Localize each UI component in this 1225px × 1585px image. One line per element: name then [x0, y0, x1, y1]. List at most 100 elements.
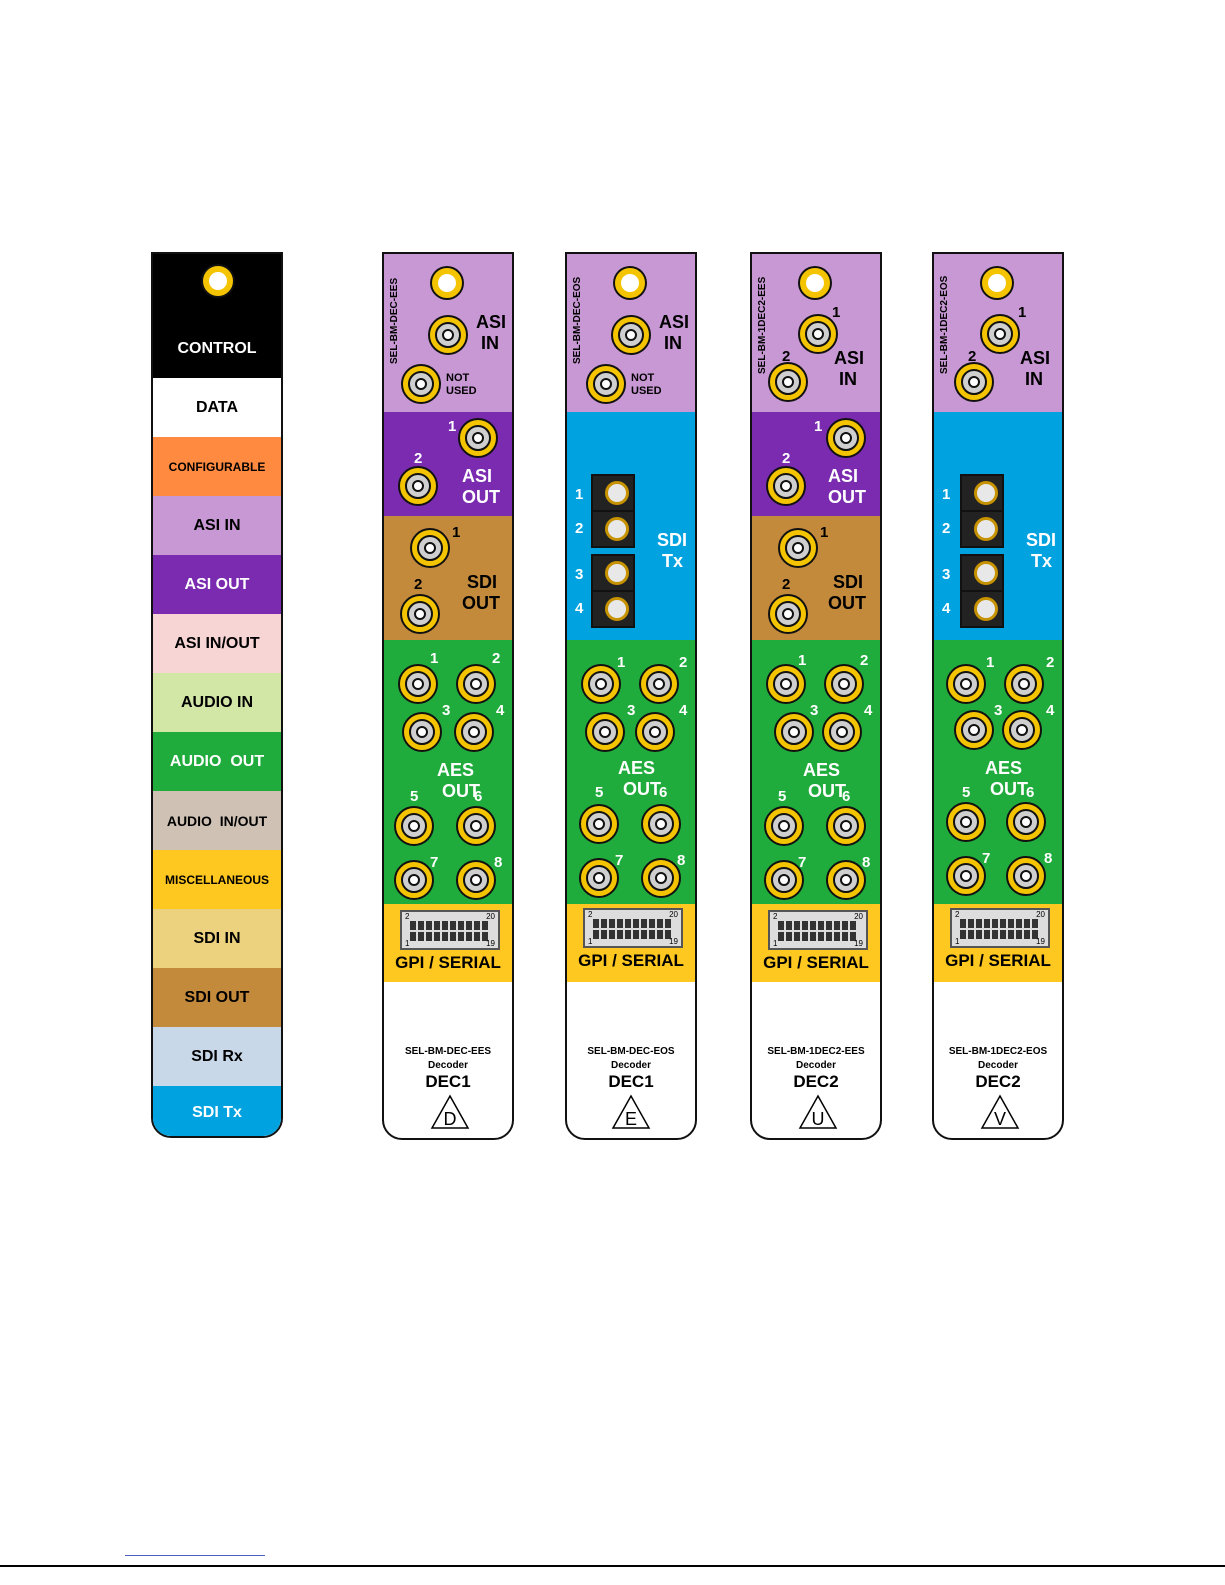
aes-out-4-bnc-connector — [454, 712, 494, 752]
card-model: SEL-BM-DEC-EOS — [587, 1046, 675, 1057]
svg-text:E: E — [625, 1109, 637, 1129]
aes-out-label: AES OUT — [803, 760, 847, 801]
aes-out-5-bnc-connector — [946, 802, 986, 842]
aes-out-2-bnc-connector — [456, 664, 496, 704]
aes-out-5-bnc-connector — [764, 806, 804, 846]
svg-text:D: D — [444, 1109, 457, 1129]
color-legend: CONTROL DATA CONFIGURABLE ASI IN ASI OUT… — [151, 252, 283, 1138]
legend-audio-out: AUDIO OUT — [153, 732, 281, 791]
asi-in-label: ASI IN — [834, 348, 865, 389]
aes-out-3-bnc-connector — [774, 712, 814, 752]
sdi-out-1-bnc-connector — [410, 528, 450, 568]
asi-in-bnc-connector — [611, 315, 651, 355]
aes-out-label: AES OUT — [985, 758, 1029, 799]
card-symbol-triangle-icon: E — [611, 1094, 651, 1129]
aes-out-7-bnc-connector — [579, 858, 619, 898]
aes-out-7-bnc-connector — [946, 856, 986, 896]
card-model: SEL-BM-1DEC2-EOS — [948, 1046, 1048, 1057]
unused-bnc-connector — [586, 364, 626, 404]
aes-out-label: AES OUT — [618, 758, 662, 799]
asi-out-2-bnc-connector — [398, 466, 438, 506]
mounting-hole-icon — [982, 268, 1012, 298]
footer-rule — [0, 1565, 1225, 1567]
asi-out-1-bnc-connector — [458, 418, 498, 458]
aes-out-3-bnc-connector — [954, 710, 994, 750]
aes-out-8-bnc-connector — [641, 858, 681, 898]
footnote-separator — [125, 1555, 265, 1556]
asi-in-label: ASI IN — [476, 312, 507, 353]
legend-audio-in-out: AUDIO IN/OUT — [153, 791, 281, 850]
asi-in-1-bnc-connector — [798, 314, 838, 354]
card-symbol-triangle-icon: V — [980, 1094, 1020, 1129]
legend-asi-in: ASI IN — [153, 496, 281, 555]
mounting-hole-icon — [203, 266, 233, 296]
aes-out-6-bnc-connector — [456, 806, 496, 846]
asi-in-2-bnc-connector — [768, 362, 808, 402]
mounting-hole-icon — [432, 268, 462, 298]
aes-out-section: 1 2 3 4 AES OUT 5 6 7 8 — [752, 640, 880, 904]
sdi-tx-label: SDI Tx — [1026, 530, 1057, 571]
svg-text:U: U — [812, 1109, 825, 1129]
aes-out-1-bnc-connector — [766, 664, 806, 704]
gpi-serial-connector: 2 20 1 19 — [583, 908, 683, 948]
card-type: Decoder — [795, 1060, 836, 1071]
legend-asi-out: ASI OUT — [153, 555, 281, 614]
sdi-tx-1-sfp-port — [960, 474, 1004, 512]
aes-out-7-bnc-connector — [764, 860, 804, 900]
legend-sdi-out: SDI OUT — [153, 968, 281, 1027]
legend-sdi-rx: SDI Rx — [153, 1027, 281, 1086]
card-side-label: SEL-BM-DEC-EOS — [572, 276, 583, 364]
asi-in-label: ASI IN — [659, 312, 690, 353]
sdi-tx-2-sfp-port — [591, 510, 635, 548]
asi-out-2-bnc-connector — [766, 466, 806, 506]
card-type: Decoder — [977, 1060, 1018, 1071]
card-sel-bm-1dec2-eos: SEL-BM-1DEC2-EOS 1 2 ASI IN 1 2 3 4 SDI … — [932, 252, 1064, 1140]
asi-in-bnc-connector — [428, 315, 468, 355]
gpi-serial-label: GPI / SERIAL — [578, 951, 684, 970]
legend-sdi-in: SDI IN — [153, 909, 281, 968]
card-side-label: SEL-BM-DEC-EES — [389, 277, 400, 364]
aes-out-6-bnc-connector — [641, 804, 681, 844]
aes-out-4-bnc-connector — [822, 712, 862, 752]
sdi-tx-3-sfp-port — [960, 554, 1004, 592]
aes-out-3-bnc-connector — [585, 712, 625, 752]
aes-out-section: 1 2 3 4 AES OUT 5 6 7 8 — [567, 640, 695, 904]
unused-bnc-connector — [401, 364, 441, 404]
card-side-label: SEL-BM-1DEC2-EOS — [939, 275, 950, 374]
aes-out-1-bnc-connector — [581, 664, 621, 704]
sdi-out-2-bnc-connector — [768, 594, 808, 634]
aes-out-4-bnc-connector — [635, 712, 675, 752]
aes-out-2-bnc-connector — [1004, 664, 1044, 704]
legend-configurable: CONFIGURABLE — [153, 437, 281, 496]
aes-out-4-bnc-connector — [1002, 710, 1042, 750]
gpi-serial-label: GPI / SERIAL — [763, 953, 869, 972]
sdi-tx-label: SDI Tx — [657, 530, 688, 571]
card-symbol-triangle-icon: D — [430, 1094, 470, 1129]
asi-in-section: SEL-BM-1DEC2-EOS 1 2 ASI IN — [934, 254, 1062, 412]
aes-out-section: 1 2 3 4 AES OUT 5 6 7 8 — [384, 640, 512, 904]
legend-miscellaneous: MISCELLANEOUS — [153, 850, 281, 909]
card-name: DEC1 — [608, 1072, 654, 1091]
card-name: DEC2 — [975, 1072, 1021, 1091]
asi-in-1-bnc-connector — [980, 314, 1020, 354]
legend-data: DATA — [153, 378, 281, 437]
gpi-serial-connector: 2 20 1 19 — [950, 908, 1050, 948]
aes-out-8-bnc-connector — [456, 860, 496, 900]
gpi-serial-section: 2 20 1 19 GPI / SERIAL — [934, 904, 1062, 982]
card-name: DEC2 — [793, 1072, 839, 1091]
card-model: SEL-BM-1DEC2-EES — [767, 1046, 865, 1057]
aes-out-8-bnc-connector — [1006, 856, 1046, 896]
aes-out-7-bnc-connector — [394, 860, 434, 900]
legend-audio-in: AUDIO IN — [153, 673, 281, 732]
